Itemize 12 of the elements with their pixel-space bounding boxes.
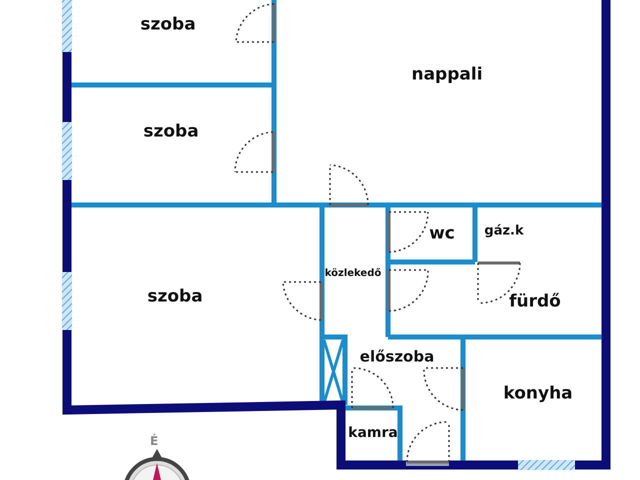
- compass-north-label: É: [150, 435, 158, 447]
- room-label: wc: [429, 226, 455, 242]
- room-label: gáz.k: [484, 224, 524, 238]
- room-label: konyha: [503, 386, 573, 402]
- room-label: fürdő: [509, 294, 561, 310]
- room-label: szoba: [147, 288, 203, 306]
- room-label: szoba: [140, 16, 196, 34]
- room-label: szoba: [143, 124, 199, 140]
- room-label: előszoba: [360, 350, 434, 364]
- room-label: nappali: [411, 66, 483, 84]
- room-label: kamra: [348, 426, 398, 440]
- room-label: közlekedő: [324, 269, 382, 279]
